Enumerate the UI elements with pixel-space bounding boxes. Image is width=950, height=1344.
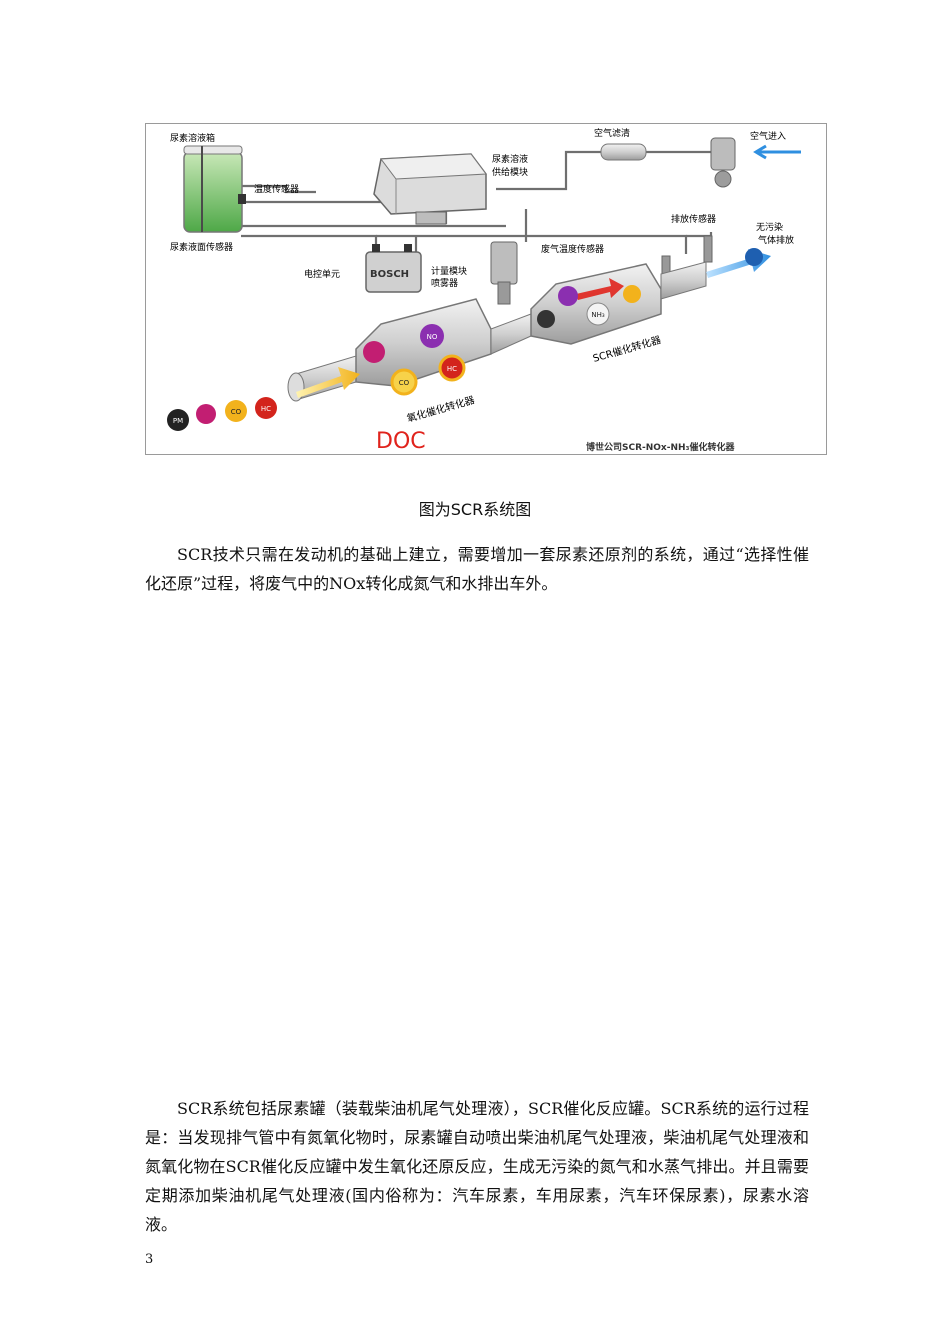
- bosch-logo-text: BOSCH: [370, 269, 409, 280]
- wiring-lines: [241, 150, 713, 254]
- molecule-pm-label: PM: [173, 417, 183, 425]
- molecule-no-label: NO: [427, 333, 438, 341]
- label-clean-2: 气体排放: [758, 234, 794, 246]
- molecule-out: [745, 248, 763, 266]
- label-exhaust-temp-sensor: 废气温度传感器: [541, 243, 604, 255]
- label-air-filter: 空气滤清: [594, 127, 630, 139]
- molecule-hc-1: [255, 397, 277, 419]
- molecule-pm: [167, 409, 189, 431]
- supply-module: [373, 153, 487, 225]
- molecule-nox-2: [363, 341, 385, 363]
- label-dosing-1: 计量模块: [431, 265, 467, 277]
- label-urea-tank: 尿素溶液箱: [170, 132, 215, 144]
- molecule-co-1-label: CO: [231, 408, 242, 416]
- molecule-no: [420, 324, 444, 348]
- label-temp-sensor: 温度传感器: [254, 183, 299, 195]
- molecule-co-2: [390, 368, 418, 396]
- label-scr-converter: SCR催化转化器: [591, 333, 662, 365]
- scr-system-figure: 尿素溶液箱 温度传感器 尿素液面传感器 尿素溶液 供给模块 空气滤清 空气进入 …: [145, 123, 827, 455]
- molecule-nox-1: [196, 404, 216, 424]
- doc-label: DOC: [376, 429, 426, 454]
- molecule-hc-1-label: HC: [261, 405, 271, 413]
- molecule-co-2-label: CO: [399, 379, 410, 387]
- label-exhaust-sensor: 排放传感器: [671, 213, 716, 225]
- molecule-hc-2: [438, 354, 466, 382]
- paragraph-scr-intro: SCR技术只需在发动机的基础上建立，需要增加一套尿素还原剂的系统，通过“选择性催…: [145, 545, 809, 593]
- molecule-nh3-label: NH₃: [591, 311, 605, 319]
- label-level-sensor: 尿素液面传感器: [170, 241, 233, 253]
- molecule-dark: [537, 310, 555, 328]
- molecule-hc-2-label: HC: [447, 365, 457, 373]
- figure-footer: 博世公司SCR-NOx-NH₃催化转化器: [586, 441, 735, 453]
- dosing-module: [490, 241, 518, 305]
- paragraph-scr-process: SCR系统包括尿素罐（装载柴油机尾气处理液），SCR催化反应罐。SCR系统的运行…: [145, 1099, 809, 1234]
- label-ecu: 电控单元: [304, 268, 340, 280]
- scr-diagram: 尿素溶液箱 温度传感器 尿素液面传感器 尿素溶液 供给模块 空气滤清 空气进入 …: [167, 127, 801, 454]
- molecule-spark: [623, 285, 641, 303]
- molecule-nh3: [586, 302, 610, 326]
- molecule-nox-3: [558, 286, 578, 306]
- label-clean-1: 无污染: [756, 221, 783, 233]
- molecule-co-1: [225, 400, 247, 422]
- exhaust-sensor: [703, 235, 713, 263]
- label-air-in: 空气进入: [750, 130, 786, 142]
- reaction-arrow: [576, 278, 624, 300]
- label-supply-module-2: 供给模块: [492, 166, 528, 178]
- label-supply-module-1: 尿素溶液: [492, 153, 528, 165]
- ecu-unit: [365, 244, 422, 293]
- air-in-arrow: [753, 144, 801, 160]
- page-number: 3: [145, 1252, 154, 1267]
- figure-caption: 图为SCR系统图: [418, 500, 532, 519]
- air-filter: [600, 143, 647, 161]
- label-dosing-2: 喷雾器: [431, 278, 458, 289]
- air-valve: [710, 137, 736, 188]
- label-oxidation-converter: 氧化催化转化器: [405, 393, 476, 425]
- inflow-arrow: [296, 367, 360, 398]
- urea-tank: [183, 145, 246, 233]
